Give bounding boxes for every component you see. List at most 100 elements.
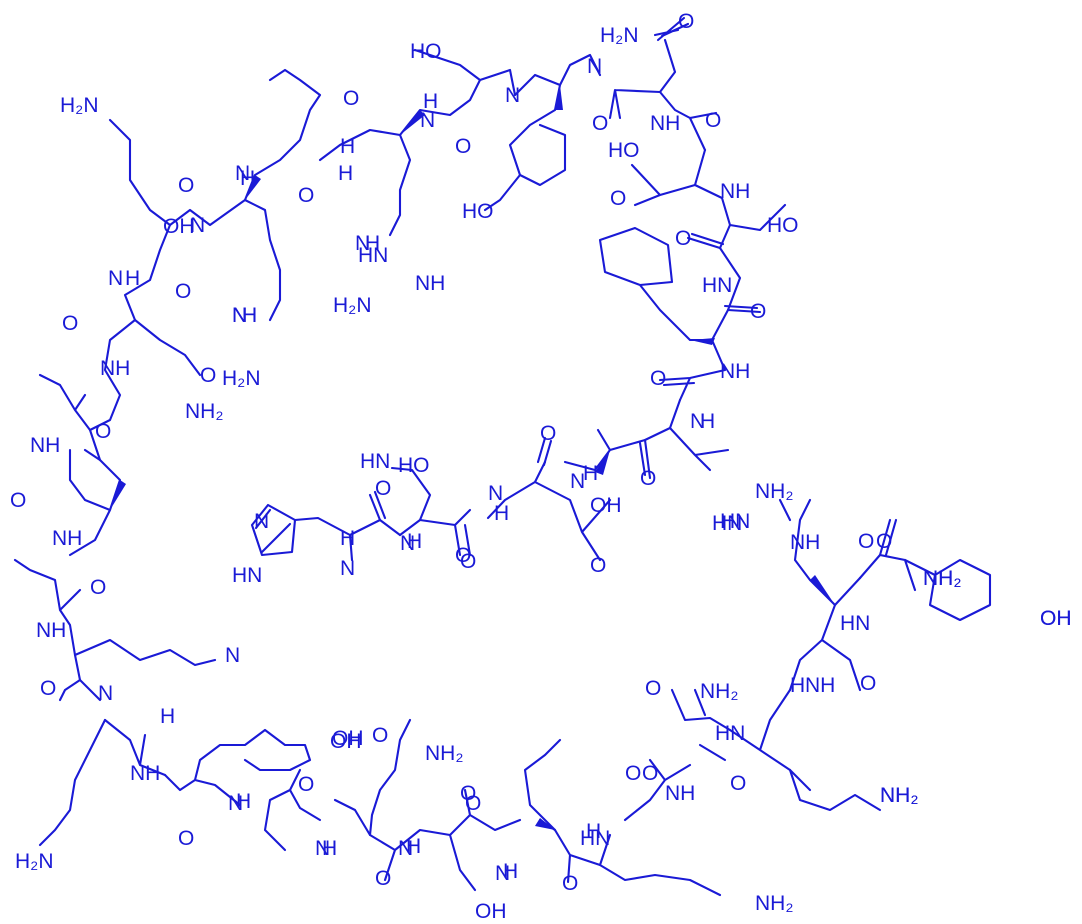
atom-label: NH₂ <box>923 567 961 590</box>
atom-label: H <box>790 674 805 697</box>
atom-label: O <box>678 10 694 33</box>
atom-label: O <box>590 554 606 577</box>
atom-label: H <box>494 502 509 525</box>
atom-label: NH₂ <box>880 784 918 807</box>
atom-label: NH <box>790 531 820 554</box>
atom-label: NH <box>415 272 445 295</box>
atom-label: H <box>700 410 715 433</box>
atom-label: H <box>406 835 421 858</box>
atom-label: HO <box>398 454 430 477</box>
atom-label: HO <box>410 40 442 63</box>
atom-label: O <box>95 420 111 443</box>
atom-label: H <box>242 304 257 327</box>
atom-label: H <box>338 162 353 185</box>
atom-label: OH <box>475 900 507 923</box>
atom-label: H <box>160 705 175 728</box>
atom-label: NH₂ <box>700 680 738 703</box>
atom-label: H <box>503 860 518 883</box>
atom-label: O <box>200 364 216 387</box>
atom-label: OH <box>1040 607 1072 630</box>
atom-label: O <box>730 772 746 795</box>
atom-label: H₂N <box>222 367 260 390</box>
atom-label: HO <box>462 200 494 223</box>
atom-label: O <box>298 773 314 796</box>
atom-label: O <box>298 184 314 207</box>
atom-label: NH₂ <box>755 480 793 503</box>
atom-label: N <box>254 510 269 533</box>
atom-label: N <box>488 482 503 505</box>
atom-label: N <box>505 84 520 107</box>
atom-label: H <box>340 527 355 550</box>
atom-label: H <box>407 530 422 553</box>
atom-label: H <box>423 90 438 113</box>
atom-label: O <box>455 544 471 567</box>
atom-label: NH <box>720 180 750 203</box>
atom-label: O <box>876 530 892 553</box>
atom-label: O <box>460 550 476 573</box>
atom-label: N <box>400 532 415 555</box>
atom-label: N <box>420 109 435 132</box>
atom-label: HN <box>702 274 732 297</box>
atom-label: HO <box>608 139 640 162</box>
atom-label: HN <box>232 564 262 587</box>
atom-label: O <box>375 477 391 500</box>
atom-label: O <box>640 467 656 490</box>
atom-label: NH <box>100 357 130 380</box>
atom-label: HO <box>767 214 799 237</box>
atom-label: H₂N <box>333 294 371 317</box>
atom-label: O <box>562 872 578 895</box>
atom-label: NH <box>130 762 160 785</box>
atom-label: N <box>570 470 585 493</box>
atom-label: N <box>495 862 510 885</box>
atom-label-layer: H₂N O HO N H₂N O H N O N H O HO O NH O N… <box>10 10 1072 923</box>
atom-label: N <box>355 232 370 255</box>
atom-label: N <box>98 682 113 705</box>
atom-label: H <box>583 462 598 485</box>
atom-label: O <box>610 187 626 210</box>
atom-label: OH <box>590 494 622 517</box>
atom-label: O <box>675 227 691 250</box>
atom-label: H <box>240 167 255 190</box>
atom-label: O <box>540 422 556 445</box>
atom-label: O <box>592 112 608 135</box>
atom-label: H₂N <box>600 24 638 47</box>
atom-label: O <box>750 300 766 323</box>
atom-label: HN <box>358 244 388 267</box>
atom-label: O <box>705 109 721 132</box>
atom-label: H <box>340 135 355 158</box>
atom-label: H <box>322 837 337 860</box>
atom-label: O <box>645 677 661 700</box>
atom-label: N <box>315 837 330 860</box>
atom-label: HN <box>715 722 745 745</box>
atom-label: H <box>586 820 601 843</box>
atom-label: N <box>228 792 243 815</box>
atom-label: O <box>40 677 56 700</box>
atom-label: HN <box>360 450 390 473</box>
atom-label: OH <box>1040 607 1072 630</box>
atom-label: H <box>125 267 140 290</box>
atom-label: O <box>62 312 78 335</box>
atom-label: O <box>465 792 481 815</box>
atom-label: N <box>108 267 123 290</box>
atom-label: OH <box>163 215 195 238</box>
atom-label: NH₂ <box>755 892 793 915</box>
atom-label: NH <box>650 112 680 135</box>
atom-label: N <box>190 214 205 237</box>
atom-label: O <box>650 367 666 390</box>
atom-label: NH <box>720 360 750 383</box>
atom-label: N <box>235 162 250 185</box>
atom-label: H <box>236 790 251 813</box>
bond-network <box>13 16 992 897</box>
atom-label: NH <box>36 619 66 642</box>
atom-label: NH₂ <box>425 742 463 765</box>
atom-label: H <box>365 232 380 255</box>
atom-label: NH <box>30 434 60 457</box>
atom-label: O <box>858 530 874 553</box>
atom-label: N <box>232 304 247 327</box>
atom-label: HN <box>712 512 742 535</box>
atom-label: HN <box>580 827 610 850</box>
atom-label: OH <box>330 730 362 753</box>
atom-label: O <box>10 489 26 512</box>
